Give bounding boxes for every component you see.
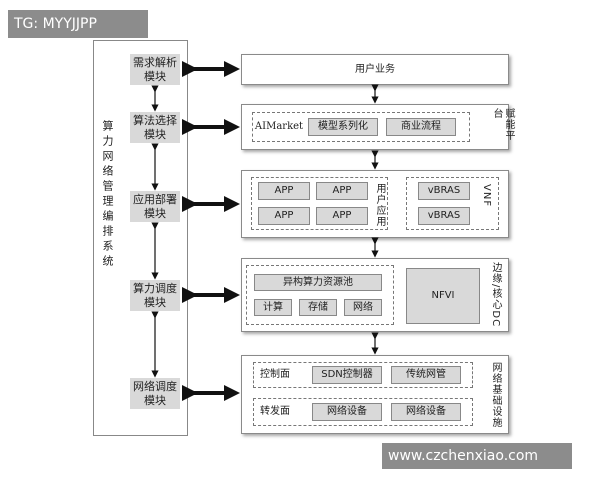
user-apps-dashed-group: [251, 177, 388, 230]
enablement-dashed-group: [252, 112, 470, 142]
compute-box: 计算: [254, 299, 292, 316]
traditional-mgmt-box: 传统网管: [391, 366, 461, 384]
watermark-bottom-text: www.czchenxiao.com: [388, 448, 539, 464]
system-title: 算力网络管理编排系统: [101, 120, 114, 270]
forwarding-plane-dashed-group: [253, 398, 473, 426]
module-requirement-analysis: 需求解析模块: [130, 54, 180, 85]
app-box-4: APP: [316, 207, 368, 225]
forwarding-plane-label: 转发面: [260, 406, 290, 417]
vbras-box-1: vBRAS: [418, 182, 470, 200]
watermark-top-text: TG: MYYJJPP: [14, 16, 97, 32]
infra-side-label: 网络基础设施: [490, 362, 501, 428]
watermark-top: TG: MYYJJPP: [8, 10, 148, 38]
app-box-2: APP: [316, 182, 368, 200]
storage-box: 存储: [299, 299, 337, 316]
module-network-scheduling: 网络调度模块: [130, 378, 180, 409]
module-compute-scheduling: 算力调度模块: [130, 280, 180, 311]
layer-user-service: 用户业务: [241, 54, 509, 85]
resource-pool-dashed-group: [246, 265, 394, 325]
heterogeneous-pool-box: 异构算力资源池: [254, 274, 382, 291]
sdn-controller-box: SDN控制器: [312, 366, 382, 384]
net-device-box-1: 网络设备: [312, 403, 382, 421]
control-plane-label: 控制面: [260, 369, 290, 380]
vnf-label: VNF: [481, 184, 492, 208]
control-plane-dashed-group: [253, 362, 473, 388]
management-system-panel: [93, 40, 188, 436]
app-box-1: APP: [258, 182, 310, 200]
network-box: 网络: [344, 299, 382, 316]
user-service-label: 用户业务: [355, 63, 395, 75]
business-process-box: 商业流程: [386, 118, 456, 136]
module-app-deployment: 应用部署模块: [130, 191, 180, 222]
enablement-side-label: 赋能平台: [491, 108, 514, 141]
module-algorithm-selection: 算法选择模块: [130, 112, 180, 143]
app-box-3: APP: [258, 207, 310, 225]
net-device-box-2: 网络设备: [391, 403, 461, 421]
model-serialization-box: 模型系列化: [308, 118, 378, 136]
user-apps-label: 用户应用: [374, 183, 385, 227]
vbras-box-2: vBRAS: [418, 207, 470, 225]
nfvi-box: NFVI: [406, 268, 480, 324]
dc-side-label: 边缘/核心DC: [490, 262, 501, 328]
aimarket-label: AIMarket: [254, 121, 304, 132]
vnf-dashed-group: [406, 177, 499, 230]
watermark-bottom: www.czchenxiao.com: [382, 443, 572, 469]
